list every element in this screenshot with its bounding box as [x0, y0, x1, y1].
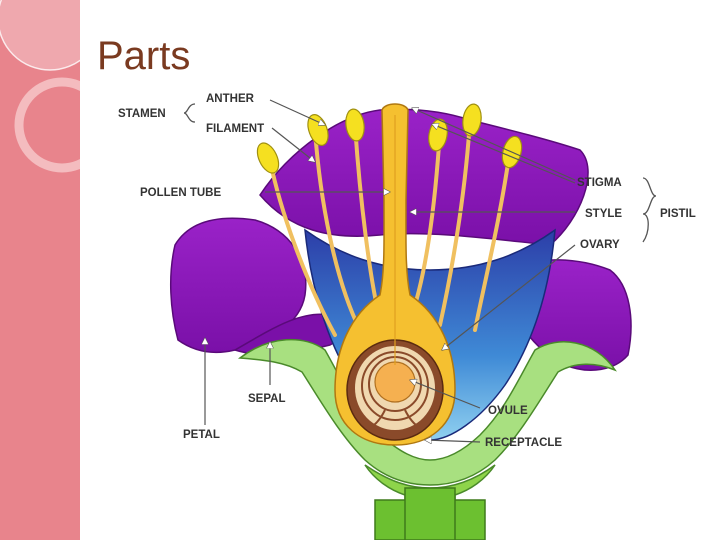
flower-parts-diagram: STAMEN ANTHER FILAMENT POLLEN TUBE STIGM…	[80, 93, 720, 540]
label-petal: PETAL	[183, 429, 220, 441]
line-stigma-2	[432, 124, 576, 184]
label-receptacle: RECEPTACLE	[485, 437, 562, 449]
stem-mask	[80, 510, 370, 540]
anther-3	[345, 108, 365, 142]
stem-mask-right	[490, 510, 720, 540]
slide-title: Parts	[97, 34, 191, 78]
label-sepal: SEPAL	[248, 393, 286, 405]
sidebar-decoration	[0, 0, 80, 540]
filament-1	[268, 158, 337, 337]
label-anther: ANTHER	[206, 93, 255, 105]
stamen-bracket	[183, 103, 196, 123]
line-ovary	[442, 244, 576, 350]
label-pistil: PISTIL	[660, 208, 696, 220]
label-filament: FILAMENT	[206, 123, 264, 135]
label-ovary: OVARY	[580, 239, 620, 251]
filament-5	[438, 118, 472, 327]
line-filament	[271, 127, 315, 162]
label-pollen-tube: POLLEN TUBE	[140, 187, 221, 199]
label-ovule: OVULE	[488, 405, 528, 417]
label-style: STYLE	[585, 208, 622, 220]
pistil-bracket	[642, 177, 657, 243]
filament-6	[473, 148, 512, 332]
label-stigma: STIGMA	[577, 177, 622, 189]
filament-2	[313, 128, 362, 332]
callout-lines	[205, 99, 576, 442]
line-anther	[269, 99, 325, 125]
decor-ring-small	[14, 77, 80, 173]
stem-shape	[404, 487, 456, 540]
line-receptacle	[425, 440, 481, 442]
line-stigma-1	[412, 108, 576, 181]
label-stamen: STAMEN	[118, 108, 166, 120]
anther-1	[256, 142, 280, 174]
anther-5	[462, 103, 482, 137]
line-ovule	[410, 380, 481, 409]
decor-ring-large	[0, 0, 80, 71]
ovule	[374, 361, 416, 403]
ovule-stalk	[369, 409, 421, 429]
decor-circle-large	[0, 0, 80, 70]
